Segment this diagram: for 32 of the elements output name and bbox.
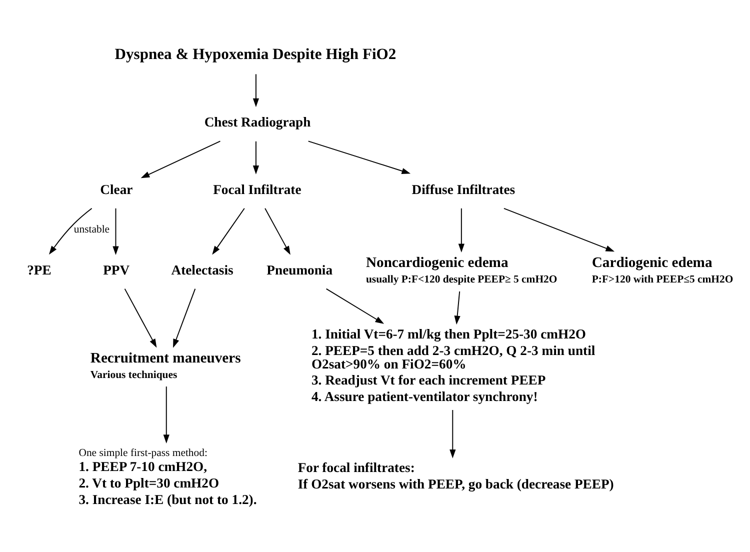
arrow [112, 208, 119, 256]
arrow [140, 140, 221, 178]
node-text: Noncardiogenic edema usually P:F<120 despite PEEP≥ 5 cmH2O [366, 255, 558, 286]
node-text: Recruitment maneuvers Various techniques [90, 350, 241, 382]
arrow [124, 288, 157, 348]
arrow [252, 140, 260, 174]
arrow [308, 140, 411, 174]
node-text: Chest Radiograph [204, 114, 311, 130]
node-text: 1. Initial Vt=6-7 ml/kg then Pplt=25-30 cmH2O 2. PEEP=5 then add 2-3 cmH2O, Q 2-3 min until O2sat>90% on FiO2=60% 3. Readjust Vt for each increment PEEP 4. Assure patient-ventilator synchrony! [311, 326, 596, 404]
arrow [252, 74, 260, 108]
arrow [326, 288, 384, 324]
node-text: PPV [103, 262, 130, 278]
node-text: Atelectasis [171, 262, 234, 278]
arrow [503, 208, 615, 252]
node-text: Clear [100, 182, 133, 197]
arrow [450, 410, 456, 458]
node-text: One simple first-pass method: 1. PEEP 7-10 cmH2O, 2. Vt to Pplt=30 cmH2O 3. Increase I:E (but not to 1.2). [78, 446, 257, 508]
node-text: Cardiogenic edema P:F>120 with PEEP≤5 cmH2O [592, 255, 734, 286]
node-text: For focal infiltrates: If O2sat worsens with PEEP, go back (decrease PEEP) [298, 460, 614, 492]
arrow [173, 288, 196, 348]
node-text: Diffuse Infiltrates [412, 182, 516, 197]
arrow [454, 290, 460, 325]
arrow [212, 208, 245, 255]
arrow [48, 208, 92, 255]
node-text: ?PE [27, 262, 52, 278]
node-text: Focal Infiltrate [213, 182, 302, 197]
arrow [264, 208, 290, 255]
arrow [458, 208, 464, 253]
node-text: Pneumonia [266, 262, 333, 278]
edge-label: unstable [74, 223, 110, 236]
node-text: Dyspnea & Hypoxemia Despite High FiO2 [114, 46, 396, 64]
arrow [163, 386, 170, 444]
